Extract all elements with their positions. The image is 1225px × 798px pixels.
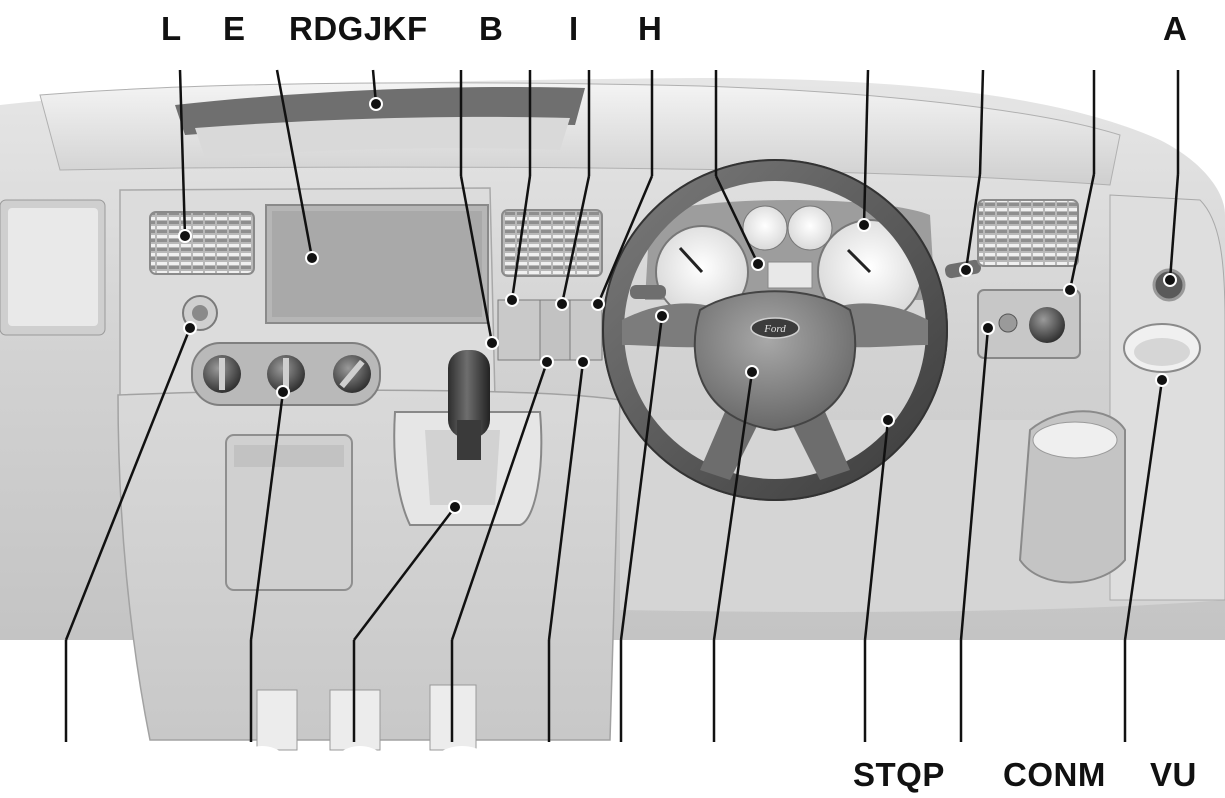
console-bottom-edge	[232, 746, 496, 798]
callout-label-h: H	[638, 10, 663, 47]
steering-wheel-airbag	[693, 290, 857, 432]
callout-label-vu: VU	[1150, 756, 1197, 793]
ford-badge	[750, 317, 800, 339]
center-console	[117, 389, 621, 741]
callout-label-i: I	[569, 10, 579, 47]
callout-label-stqp: STQP	[853, 756, 945, 793]
console-lower-cutouts	[256, 684, 477, 751]
indicator-stalk	[630, 285, 666, 299]
right-side-panel	[1109, 194, 1225, 601]
heater-knobs	[203, 355, 371, 393]
callout-label-e: E	[223, 10, 246, 47]
leader-dots	[178, 97, 1177, 514]
callout-label-a: A	[1163, 10, 1188, 47]
temp-gauge	[742, 205, 788, 251]
gear-shift-knob	[448, 350, 490, 438]
left-air-vent	[149, 211, 255, 275]
right-air-vent	[977, 199, 1079, 267]
callout-label-l: L	[161, 10, 182, 47]
callout-label-conm: CONM	[1003, 756, 1106, 793]
ford-badge-text: Ford	[763, 323, 786, 335]
cluster-info-display	[767, 261, 813, 289]
callout-label-rdgjkf: RDGJKF	[289, 10, 428, 47]
storage-compartment	[225, 434, 353, 591]
switch-bank	[497, 299, 603, 361]
leader-lines	[64, 69, 1180, 742]
fuel-gauge	[787, 205, 833, 251]
steering-wheel: Ford	[602, 159, 948, 501]
center-air-vent	[501, 209, 603, 277]
callout-label-b: B	[479, 10, 504, 47]
